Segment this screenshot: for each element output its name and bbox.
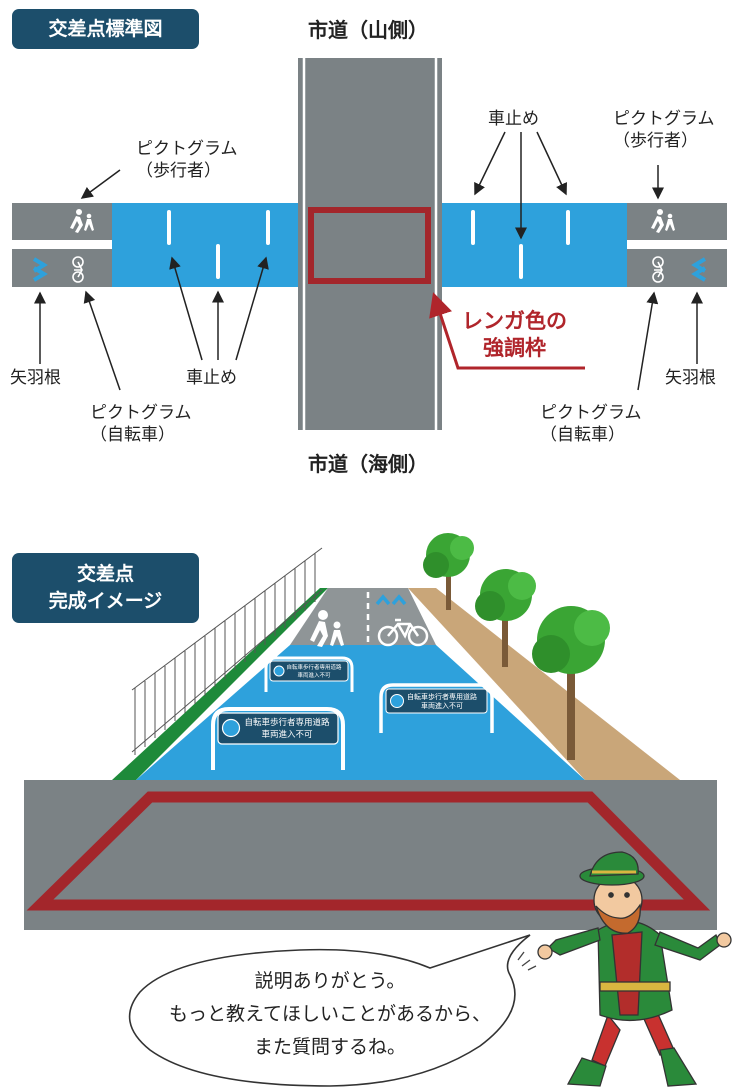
walker-pictogram-icon [310,610,344,647]
brick-frame-perspective [26,791,711,911]
sign-text-2: 車両進入不可 [297,671,331,679]
fence [131,547,323,755]
bike-ped-sign-large: 自転車歩行者専用道路 車両進入不可 [211,707,345,770]
tree-icon [532,606,610,760]
sign-text-1: 自転車歩行者専用道路 [244,717,330,728]
motion-lines [517,951,537,971]
bicycle-pictogram-icon [72,256,84,283]
bollard [566,210,570,245]
tree-icon [423,533,474,610]
speech-bubble [128,934,531,1087]
tree-icon [475,569,536,667]
bottom-road-title: 市道（海側） [308,452,428,476]
label-arrow-right: 矢羽根 [665,368,716,388]
character-mascot [537,851,732,1087]
label-bollard-bottom: 車止め [186,368,237,388]
label-pictogram-bike-left: ピクトグラム （自転車） [90,403,192,445]
sign-text-1: 自転車歩行者専用道路 [407,692,477,701]
bicycle-pictogram-icon [377,618,429,647]
left-walk-lane [12,203,112,240]
label-pictogram-walk-left: ピクトグラム （歩行者） [136,139,238,181]
perspective-badge: 交差点 完成イメージ [12,553,199,623]
bollard [216,244,220,279]
grass-strip [112,588,328,780]
brick-frame [308,207,431,284]
dirt-shoulder [408,588,680,780]
brick-frame-note: レンガ色の 強調枠 [462,309,567,360]
lane-blue [136,645,585,780]
sign-text-2: 車両進入不可 [261,729,313,740]
left-bike-lane [12,249,112,287]
arrow-feather-icon [32,257,48,282]
plan-badge: 交差点標準図 [12,9,199,49]
bollard [519,244,523,279]
bicycle-pictogram-icon [652,256,664,283]
bollard [266,210,270,245]
arrow-feather-icon [375,594,407,606]
sign-text-1: 自転車歩行者専用道路 [286,663,342,671]
label-arrow-left: 矢羽根 [10,368,61,388]
label-pictogram-bike-right: ピクトグラム （自転車） [540,403,642,445]
right-walk-lane [627,203,727,240]
speech-text: 説明ありがとう。 もっと教えてほしいことがあるから、 また質問するね。 [168,970,492,1058]
sign-text-2: 車両進入不可 [421,701,463,710]
label-pictogram-walk-right: ピクトグラム （歩行者） [613,109,715,151]
arrow-feather-icon [691,257,707,282]
walker-pictogram-icon [651,209,675,233]
bike-ped-sign-small: 自転車歩行者専用道路 車両進入不可 [264,656,354,692]
top-road-title: 市道（山側） [308,18,428,42]
walker-pictogram-icon [70,209,94,233]
bollard [167,210,171,245]
bollard [471,210,475,245]
right-bike-lane [627,249,727,287]
label-bollard-top: 車止め [488,109,539,129]
city-road [298,58,442,430]
bike-ped-sign-right: 自転車歩行者専用道路 車両進入不可 [379,683,494,733]
